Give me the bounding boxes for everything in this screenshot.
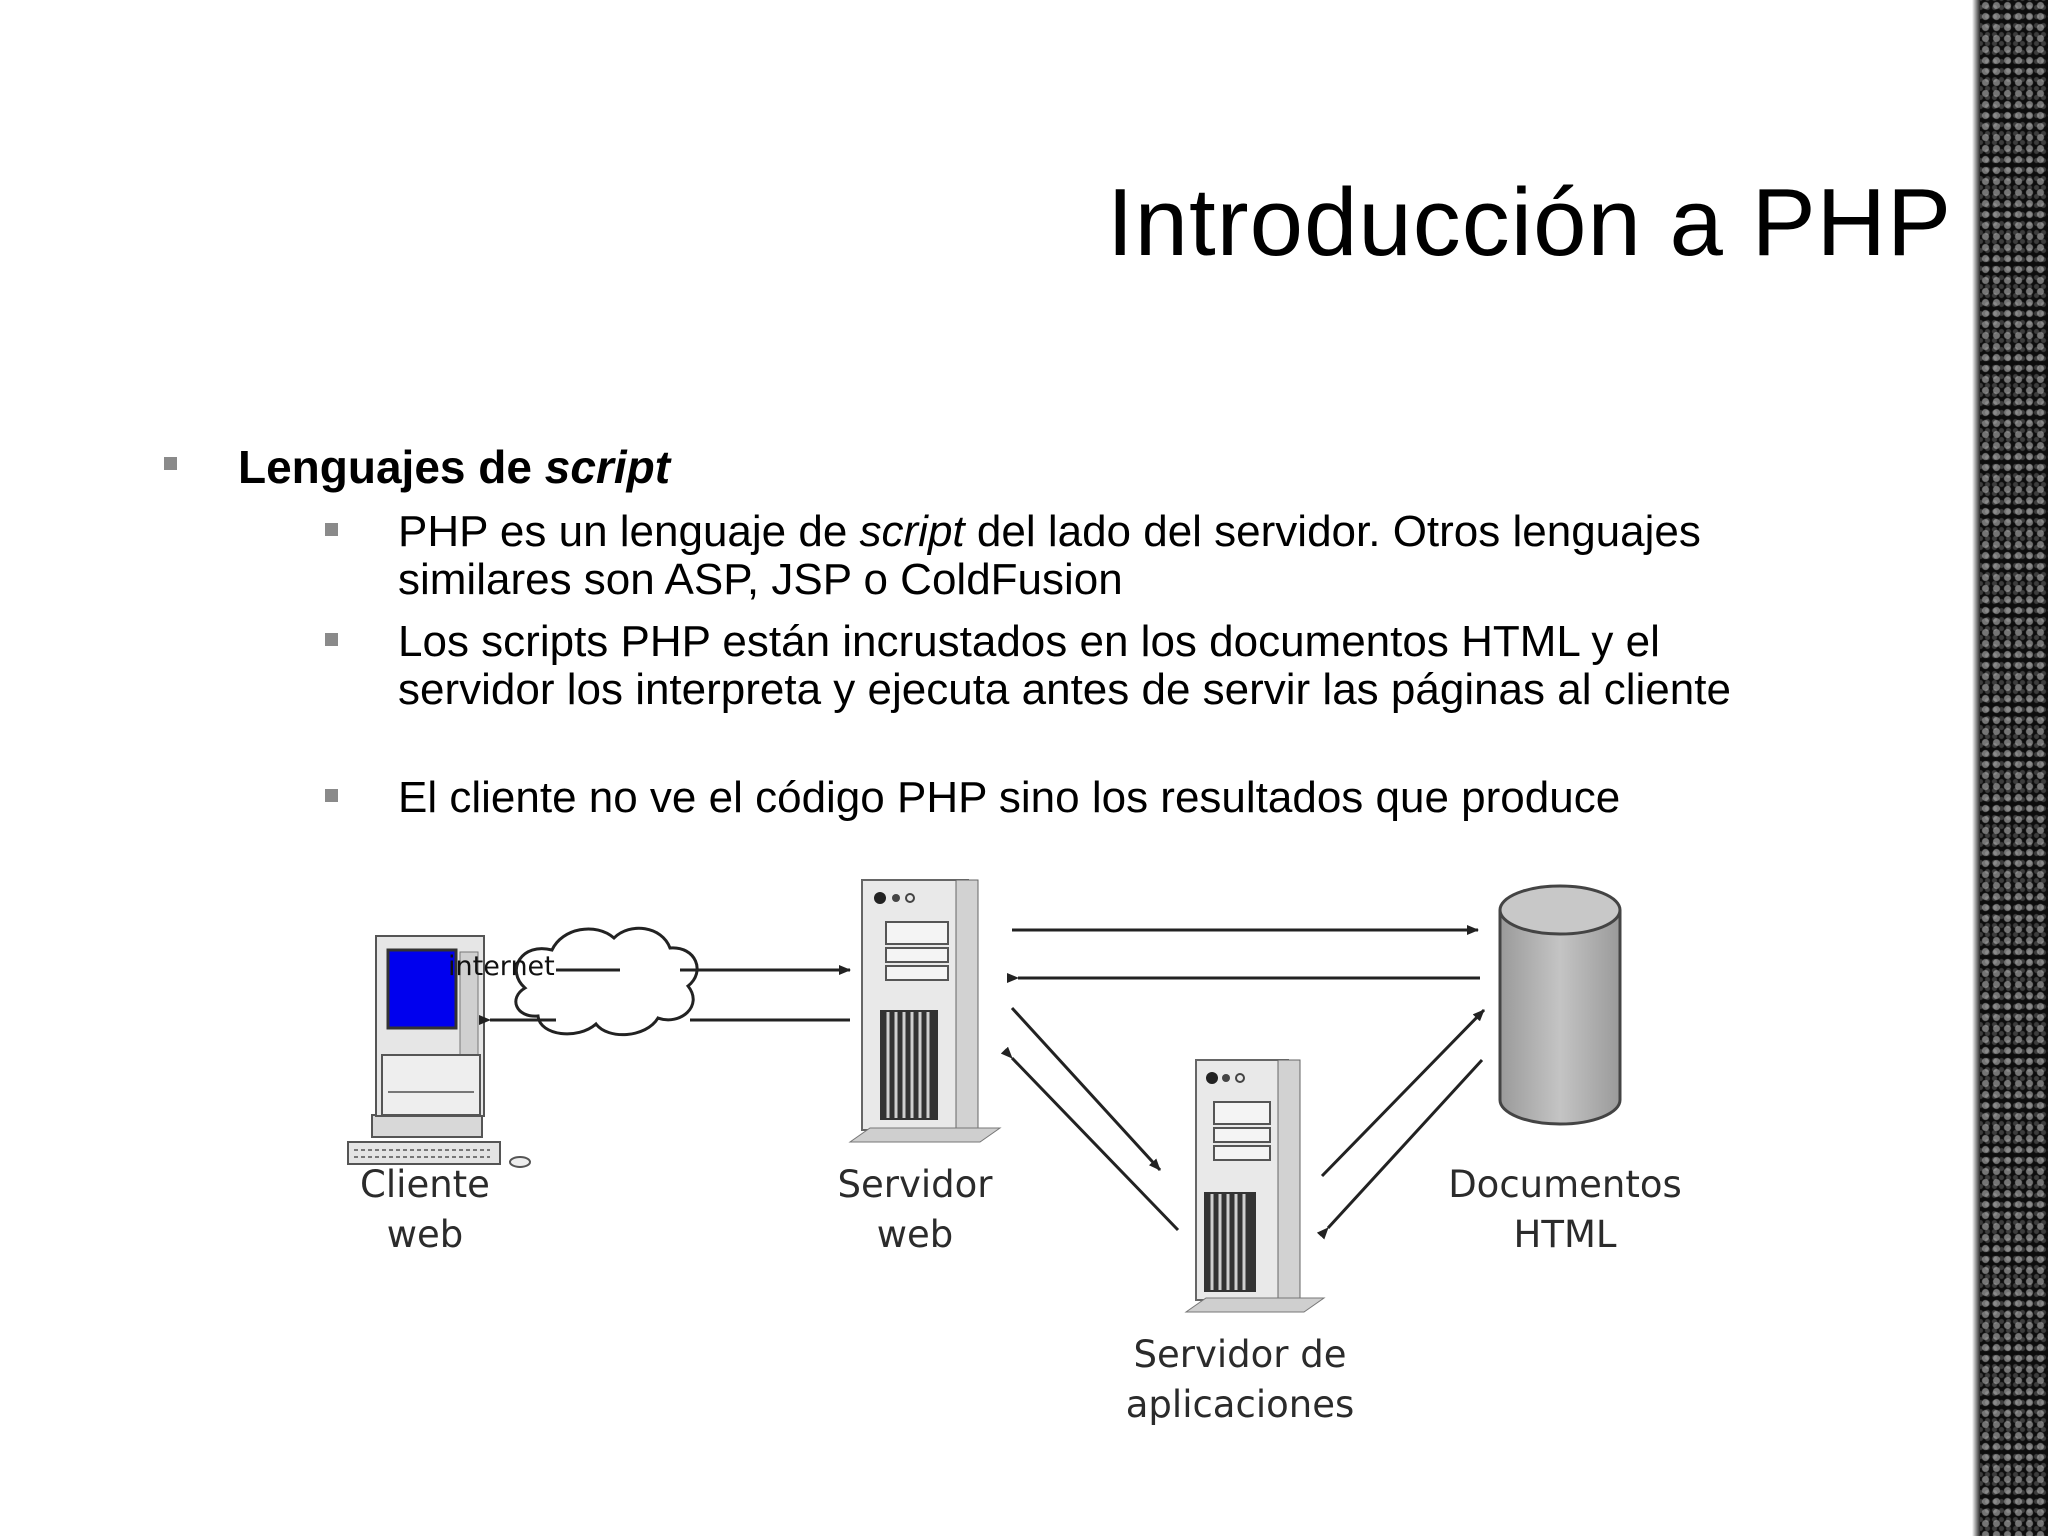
html-documents-database-icon bbox=[1500, 886, 1620, 1124]
bullet-main-emphasis: script bbox=[545, 441, 670, 493]
arrow-app-to-server bbox=[1012, 1058, 1178, 1230]
arrow-server-to-app bbox=[1012, 1008, 1160, 1170]
decorative-side-stripe bbox=[1980, 0, 2048, 1536]
web-server-label: Servidor web bbox=[800, 1160, 1030, 1260]
documents-label-line2: HTML bbox=[1420, 1210, 1710, 1260]
client-label-line1: Cliente bbox=[310, 1160, 540, 1210]
sub-bullet-1: PHP es un lenguaje de script del lado de… bbox=[398, 508, 1798, 604]
bullet-square-icon bbox=[164, 457, 177, 470]
architecture-diagram: internet Cliente web Servidor web Servid… bbox=[340, 860, 1740, 1460]
sub-bullet-3: El cliente no ve el código PHP sino los … bbox=[398, 774, 1798, 822]
web-server-label-line2: web bbox=[800, 1210, 1030, 1260]
bullet-main: Lenguajes de script bbox=[238, 440, 670, 494]
client-label-line2: web bbox=[310, 1210, 540, 1260]
bullet-list: Lenguajes de script PHP es un lenguaje d… bbox=[0, 0, 1960, 900]
client-label: Cliente web bbox=[310, 1160, 540, 1260]
sub-bullet-1-text: PHP es un lenguaje de bbox=[398, 507, 860, 556]
decorative-stripe-edge bbox=[1972, 0, 1980, 1536]
sub-bullet-1-emphasis: script bbox=[860, 507, 965, 556]
app-server-label-line2: aplicaciones bbox=[1090, 1380, 1390, 1430]
sub-bullet-2: Los scripts PHP están incrustados en los… bbox=[398, 618, 1798, 714]
app-server-label: Servidor de aplicaciones bbox=[1090, 1330, 1390, 1430]
arrow-app-to-documents bbox=[1322, 1010, 1484, 1176]
bullet-square-icon bbox=[325, 523, 338, 536]
documents-label-line1: Documentos bbox=[1420, 1160, 1710, 1210]
bullet-square-icon bbox=[325, 789, 338, 802]
application-server-icon bbox=[1186, 1060, 1324, 1312]
bullet-main-text: Lenguajes de bbox=[238, 441, 545, 493]
web-server-label-line1: Servidor bbox=[800, 1160, 1030, 1210]
web-server-icon bbox=[850, 880, 1000, 1142]
bullet-square-icon bbox=[325, 633, 338, 646]
app-server-label-line1: Servidor de bbox=[1090, 1330, 1390, 1380]
internet-label: internet bbox=[448, 952, 555, 982]
documents-label: Documentos HTML bbox=[1420, 1160, 1710, 1260]
